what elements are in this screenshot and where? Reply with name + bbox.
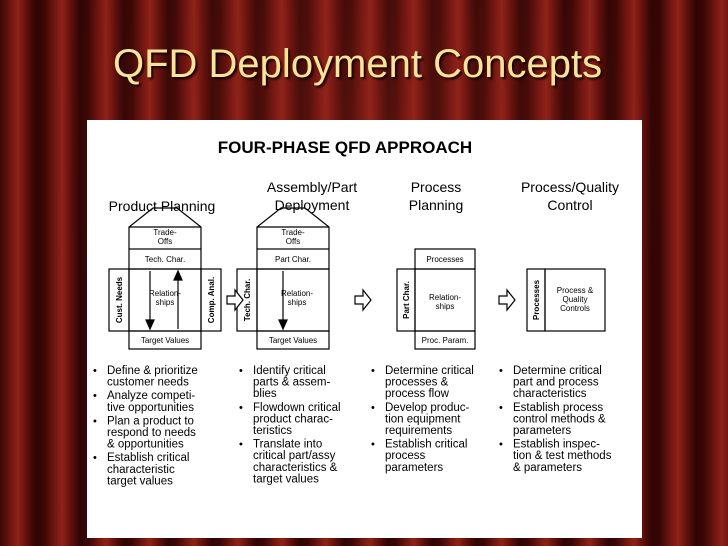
bullet-marker: • [239, 439, 243, 451]
bullet-text-p3-3-1: Establish critical [385, 439, 467, 451]
p1-left-label: Cust. Needs [115, 276, 124, 323]
bullet-marker: • [371, 365, 375, 377]
bullet-text-p2-3-4: target values [253, 473, 319, 485]
p4-center-line2: Quality [563, 295, 588, 304]
p2-bottom-label: Target Values [269, 336, 317, 345]
bullet-text-p2-2-3: teristics [253, 425, 292, 437]
p1-roof-label-line2: Offs [158, 237, 173, 246]
p1-bottom-box [128, 330, 202, 350]
bullet-text-p2-2-2: product charac- [253, 413, 333, 425]
bullet-text-p2-3-1: Translate into [253, 439, 322, 451]
p1-center-line1: Relation- [149, 289, 181, 298]
bullet-marker: • [499, 439, 503, 451]
bullet-text-p2-2-1: Flowdown critical [253, 402, 341, 414]
p3-left-label: Part Char. [402, 281, 411, 319]
bullet-marker: • [499, 402, 503, 414]
bullet-text-p3-1-1: Determine critical [385, 365, 474, 377]
flow-arrow-3 [498, 288, 516, 312]
bullet-marker: • [371, 439, 375, 451]
bullet-text-p2-3-2: critical part/assy [253, 450, 336, 462]
flow-arrow-1 [226, 288, 244, 312]
bullet-text-p4-3-1: Establish inspec- [513, 439, 600, 451]
bullet-text-p1-4-1: Establish critical [107, 452, 189, 464]
bullet-marker: • [93, 415, 97, 427]
bullet-text-p1-3-2: respond to needs [107, 427, 196, 439]
bullet-text-p2-3-3: characteristics & [253, 462, 338, 474]
p1-roof [128, 207, 202, 249]
bullet-text-p2-1-1: Identify critical [253, 365, 326, 377]
bullet-text-p4-3-3: & parameters [513, 462, 582, 474]
p1-bottom-label: Target Values [141, 336, 189, 345]
bullet-text-p1-3-3: & opportunities [107, 439, 184, 451]
bullet-text-p1-4-2: characteristic [107, 464, 175, 476]
bullet-text-p2-1-2: parts & assem- [253, 377, 330, 389]
p2-title-line1: Assembly/Part [267, 179, 357, 195]
p3-center-line1: Relation- [429, 293, 461, 302]
bullet-marker: • [93, 390, 97, 402]
p1-top-label: Tech. Char. [145, 255, 185, 264]
p4-title-line1: Process/Quality [521, 179, 619, 195]
bullet-marker: • [93, 365, 97, 377]
p1-right-label: Comp. Anal. [207, 277, 216, 323]
p3-bottom-label: Proc. Param. [422, 336, 469, 345]
bullet-text-p4-1-2: part and process [513, 377, 599, 389]
p2-title-line2: Deployment [275, 197, 350, 213]
p1-title: Product Planning [109, 198, 216, 214]
bullet-text-p4-1-3: characteristics [513, 388, 587, 400]
bullet-text-p3-2-2: tion equipment [385, 413, 461, 425]
bullet-text-p4-1-1: Determine critical [513, 365, 602, 377]
bullet-text-p4-2-2: control methods & [513, 413, 606, 425]
p3-bottom-box [414, 330, 476, 350]
p2-roof-label-line1: Trade- [281, 228, 305, 237]
bullet-text-p1-1-1: Define & prioritize [107, 365, 198, 377]
bullet-text-p2-1-3: blies [253, 388, 277, 400]
slide-title: QFD Deployment Concepts [113, 42, 603, 86]
p3-title-line1: Process [411, 179, 462, 195]
p3-title-line2: Planning [409, 197, 464, 213]
flow-arrow-2 [354, 288, 372, 312]
bullet-text-p3-2-3: requirements [385, 425, 452, 437]
p4-left-label: Processes [532, 279, 541, 320]
p2-roof-label-line2: Offs [286, 237, 301, 246]
bullet-marker: • [239, 365, 243, 377]
diagram-panel: FOUR-PHASE QFD APPROACH Product Planning… [87, 120, 642, 538]
bullet-text-p1-4-3: target values [107, 475, 173, 487]
bullet-text-p1-1-2: customer needs [107, 377, 189, 389]
bullet-text-p4-2-1: Establish process [513, 402, 603, 414]
bullet-text-p1-2-2: tive opportunities [107, 402, 194, 414]
qfd-diagram: FOUR-PHASE QFD APPROACH Product Planning… [93, 138, 619, 487]
p2-center-line2: ships [288, 298, 307, 307]
p4-center-line1: Process & [557, 286, 594, 295]
p2-left-label: Tech. Char. [243, 279, 252, 322]
bullet-text-p3-3-2: process [385, 450, 426, 462]
bullet-text-p3-3-3: parameters [385, 462, 443, 474]
bullet-text-p1-2-1: Analyze competi- [107, 390, 195, 402]
bullet-text-p3-1-2: processes & [385, 377, 449, 389]
bullet-marker: • [499, 365, 503, 377]
bullet-marker: • [371, 402, 375, 414]
bullet-text-p3-1-3: process flow [385, 388, 450, 400]
bullet-text-p1-3-1: Plan a product to [107, 415, 194, 427]
bullet-marker: • [93, 452, 97, 464]
p2-center-line1: Relation- [281, 289, 313, 298]
p4-center-line3: Controls [560, 304, 590, 313]
p3-center-line2: ships [436, 302, 455, 311]
p2-bottom-box [256, 330, 330, 350]
bullet-text-p4-3-2: tion & test methods [513, 450, 612, 462]
p1-roof-label-line1: Trade- [153, 228, 177, 237]
p4-title-line2: Control [547, 197, 592, 213]
p2-roof [256, 207, 330, 249]
p1-center-line2: ships [156, 298, 175, 307]
bullet-text-p3-2-1: Develop produc- [385, 402, 470, 414]
p1-right-box [200, 268, 222, 332]
p2-top-label: Part Char. [275, 255, 311, 264]
bullet-marker: • [239, 402, 243, 414]
diagram-heading: FOUR-PHASE QFD APPROACH [218, 138, 472, 157]
bullet-text-p4-2-3: parameters [513, 425, 571, 437]
p4-matrix [544, 268, 606, 332]
p3-top-label: Processes [426, 255, 463, 264]
